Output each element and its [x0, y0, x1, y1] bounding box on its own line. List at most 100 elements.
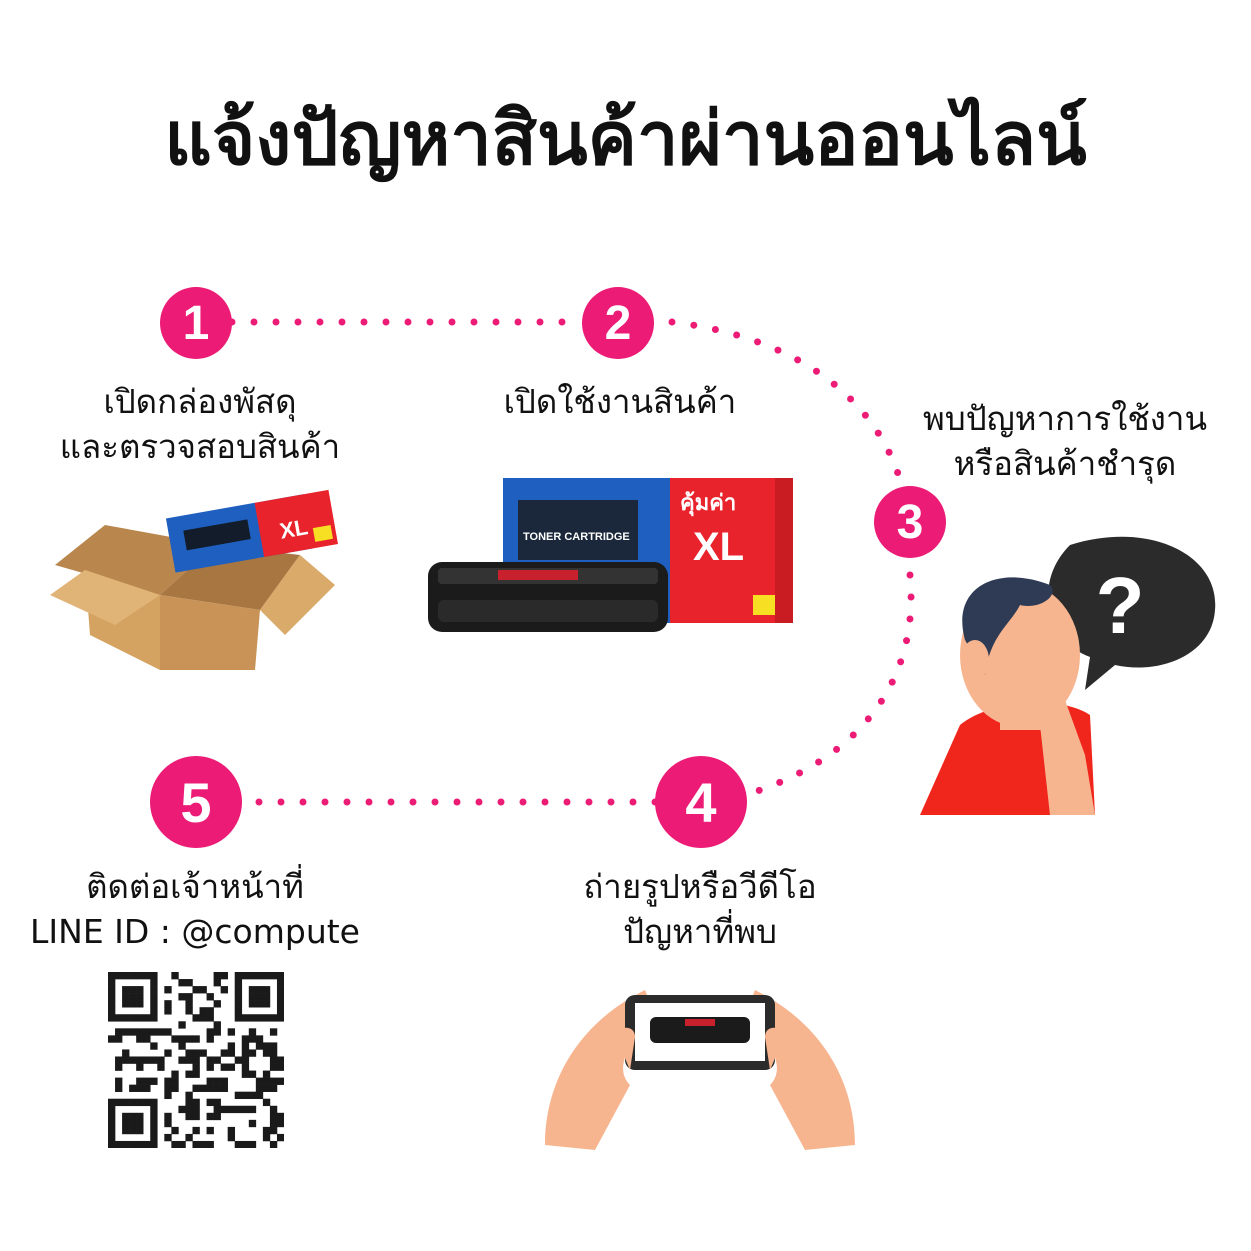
qr-module: [220, 986, 228, 994]
qr-module: [164, 1028, 172, 1036]
qr-module: [199, 1140, 207, 1148]
qr-module: [143, 1084, 151, 1092]
qr-module: [220, 1063, 228, 1071]
qr-module: [178, 979, 186, 987]
qr-module: [136, 1000, 144, 1008]
qr-module: [143, 972, 151, 980]
step-4-badge: 4: [655, 756, 747, 848]
qr-module: [262, 1084, 271, 1092]
qr-module: [178, 1105, 186, 1114]
qr-module: [122, 1112, 130, 1121]
qr-module: [276, 1014, 284, 1022]
qr-module: [227, 1126, 236, 1135]
qr-module: [185, 1007, 193, 1015]
qr-module: [122, 972, 130, 980]
qr-module: [108, 1105, 116, 1114]
qr-module: [150, 1112, 158, 1121]
qr-module: [220, 972, 228, 980]
qr-module: [108, 1112, 116, 1121]
qr-module: [129, 1028, 137, 1036]
qr-module: [234, 993, 243, 1001]
qr-module: [108, 1007, 116, 1015]
qr-module: [262, 1042, 271, 1050]
qr-module: [122, 1049, 130, 1057]
qr-module: [206, 1098, 214, 1107]
qr-module: [248, 1028, 257, 1036]
qr-module: [241, 1014, 250, 1022]
step-5-badge: 5: [150, 756, 242, 848]
qr-module: [220, 1084, 228, 1092]
step-4-line1: ถ่ายรูปหรือวีดีโอ: [583, 867, 817, 906]
qr-module: [262, 1049, 271, 1057]
qr-module: [199, 986, 207, 994]
qr-module: [269, 1119, 278, 1128]
line-qr-code: [108, 972, 284, 1148]
qr-module: [185, 1105, 193, 1114]
qr-module: [276, 986, 284, 994]
qr-module: [122, 986, 130, 994]
qr-module: [276, 1063, 284, 1071]
qr-module: [108, 979, 116, 987]
qr-module: [241, 972, 250, 980]
qr-module: [192, 1112, 200, 1121]
qr-module: [192, 1098, 200, 1107]
qr-module: [164, 1133, 172, 1142]
qr-module: [185, 1056, 193, 1064]
qr-module: [192, 986, 200, 994]
qr-module: [136, 986, 144, 994]
qr-module: [227, 1133, 236, 1142]
qr-module: [143, 1035, 151, 1043]
qr-module: [129, 972, 137, 980]
qr-module: [136, 993, 144, 1001]
qr-module: [178, 1042, 186, 1050]
qr-module: [276, 1077, 284, 1085]
qr-module: [206, 1084, 214, 1092]
qr-module: [276, 979, 284, 987]
qr-module: [227, 1042, 236, 1050]
qr-module: [234, 1014, 243, 1022]
qr-module: [199, 1084, 207, 1092]
qr-module: [206, 1007, 214, 1015]
qr-module: [262, 1098, 271, 1107]
qr-module: [136, 1077, 144, 1085]
qr-module: [185, 1133, 193, 1142]
qr-module: [122, 1014, 130, 1022]
qr-module: [143, 1014, 151, 1022]
qr-module: [136, 1119, 144, 1128]
qr-module: [122, 1119, 130, 1128]
qr-module: [136, 1028, 144, 1036]
qr-module: [185, 1098, 193, 1107]
qr-module: [115, 1056, 123, 1064]
qr-module: [122, 1056, 130, 1064]
qr-module: [248, 1119, 257, 1128]
qr-module: [143, 1056, 151, 1064]
qr-module: [269, 1042, 278, 1050]
qr-module: [255, 1084, 264, 1092]
qr-module: [150, 1140, 158, 1148]
step-3-badge: 3: [874, 486, 946, 558]
qr-module: [276, 1000, 284, 1008]
qr-module: [143, 1098, 151, 1107]
qr-module: [262, 1014, 271, 1022]
qr-module: [248, 972, 257, 980]
qr-module: [213, 1000, 221, 1008]
open-box-illustration: XL: [50, 489, 338, 670]
qr-module: [185, 979, 193, 987]
step-3-line2: หรือสินค้าชำรุด: [953, 443, 1177, 483]
qr-module: [255, 1077, 264, 1085]
qr-module: [108, 972, 116, 980]
svg-text:?: ?: [1096, 561, 1145, 650]
qr-module: [199, 1049, 207, 1057]
phone-photo-illustration: [545, 990, 855, 1150]
qr-module: [206, 1028, 214, 1036]
qr-module: [150, 972, 158, 980]
qr-module: [115, 1063, 123, 1071]
qr-module: [150, 1126, 158, 1135]
qr-module: [171, 1077, 179, 1085]
toner-cartridge-illustration: TONER CARTRIDGE คุ้มค่า XL: [428, 478, 793, 632]
qr-module: [129, 1119, 137, 1128]
qr-module: [241, 1091, 250, 1100]
qr-module: [115, 1084, 123, 1092]
qr-module: [150, 1119, 158, 1128]
qr-module: [234, 1105, 243, 1114]
